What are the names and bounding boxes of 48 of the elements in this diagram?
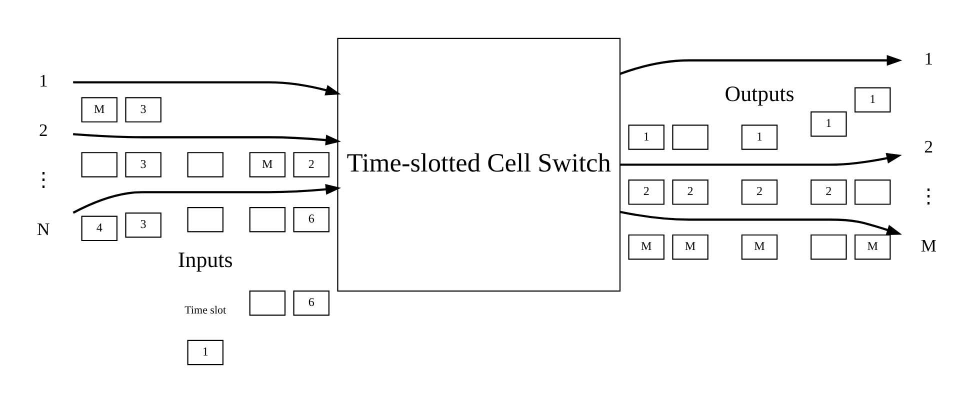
arrow <box>620 210 902 236</box>
label: ⋮ <box>918 185 939 208</box>
node-box: 4 <box>81 216 118 242</box>
node-box: 1 <box>854 87 891 113</box>
node-box: M <box>628 234 664 260</box>
label: Inputs <box>178 246 233 272</box>
node-box <box>187 152 224 178</box>
node-box <box>672 124 708 150</box>
node-box: M <box>672 234 708 260</box>
node-box: 2 <box>741 180 778 205</box>
node-box: Time-slotted Cell Switch <box>337 38 621 292</box>
arrow <box>72 184 341 214</box>
node-box: 2 <box>672 180 708 205</box>
node-text: 2 <box>924 136 934 156</box>
node-box: 2 <box>293 152 330 178</box>
label: ⋮ <box>33 169 54 192</box>
node-box <box>187 206 224 232</box>
node-text: M <box>920 235 936 256</box>
node-text: 1 <box>38 70 48 90</box>
node-text: N <box>37 218 50 239</box>
node-box: M <box>81 97 118 122</box>
node-box: M <box>854 234 891 260</box>
arrow <box>73 133 341 146</box>
node-box <box>249 290 286 316</box>
label: Time slot <box>184 304 226 317</box>
node-box <box>249 206 286 232</box>
node-text: 1 <box>924 48 934 69</box>
node-box: M <box>249 152 286 178</box>
node-box: 6 <box>293 206 330 232</box>
node-text: 2 <box>38 120 48 140</box>
node-box <box>854 180 891 205</box>
label: Outputs <box>724 81 794 106</box>
node-box: 3 <box>125 212 162 238</box>
arrow <box>73 81 341 96</box>
node-box <box>810 234 847 260</box>
node-box: 6 <box>293 290 330 316</box>
node-box: 1 <box>810 111 847 137</box>
node-box <box>81 152 118 178</box>
arrow <box>620 152 902 166</box>
node-box: 3 <box>125 152 162 178</box>
node-box: 1 <box>628 124 664 150</box>
node-box: 2 <box>810 180 847 205</box>
node-box: M <box>741 234 778 260</box>
node-box: 2 <box>628 180 664 205</box>
node-box: 1 <box>187 340 224 366</box>
arrow <box>620 54 902 75</box>
node-box: 3 <box>125 97 162 122</box>
node-box: 1 <box>741 124 778 150</box>
